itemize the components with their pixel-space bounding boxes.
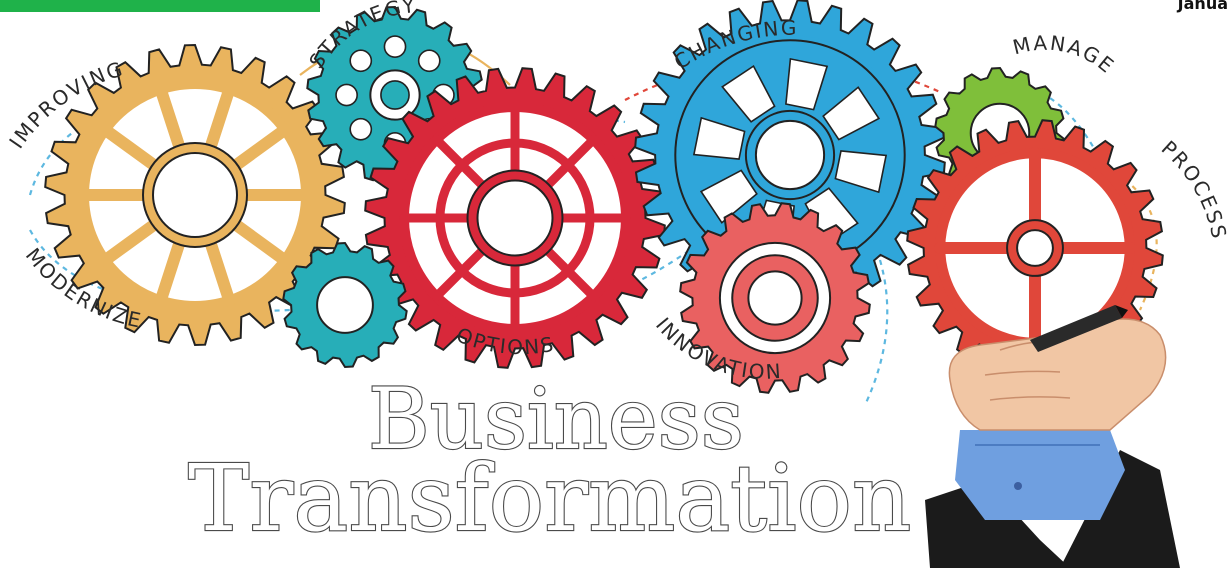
title-block: Business Transformation	[187, 369, 912, 553]
hand-with-marker	[925, 305, 1180, 568]
title-line-2: Transformation	[188, 445, 911, 552]
label-manage: MANAGE	[1010, 31, 1119, 79]
title-line-1: Business	[368, 370, 744, 468]
gear-salmon	[679, 202, 871, 394]
hand	[948, 318, 1167, 431]
marker	[1030, 305, 1122, 352]
green-header-tab	[0, 0, 320, 12]
gear-teal-small	[282, 241, 408, 369]
gear-gold	[44, 43, 346, 347]
corner-date-text: Janua	[1177, 0, 1228, 13]
arrow-innovation-down	[864, 259, 889, 406]
shirt-cuff	[955, 430, 1125, 520]
gear-red	[364, 67, 666, 369]
label-process: PROCESS	[1157, 136, 1228, 243]
suit-sleeve	[925, 480, 1070, 568]
